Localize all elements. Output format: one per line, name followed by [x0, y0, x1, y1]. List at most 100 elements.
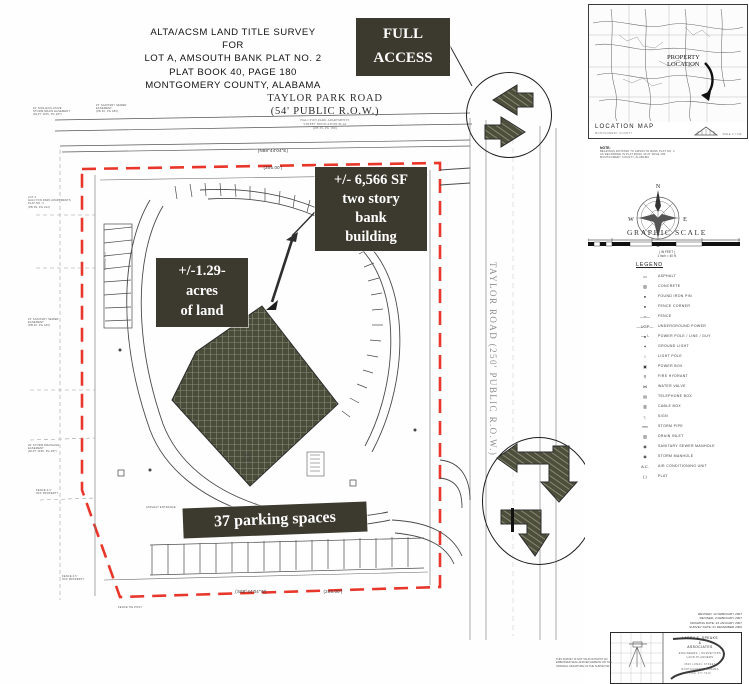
surveyor-logo-icon [693, 126, 719, 136]
legend-label: ASPHALT [658, 274, 677, 278]
legend-item: ⋈WATER VALVE [632, 381, 744, 391]
scale-units-line-2: 1 inch = 40 ft. [657, 254, 677, 259]
legend-item: ⚲FIRE HYDRANT [632, 371, 744, 381]
leader-building [291, 211, 316, 237]
graphic-scale-bar [588, 238, 740, 250]
legend-label: FIRE HYDRANT [658, 374, 689, 378]
legend-symbol-icon: ⋈ [643, 383, 647, 389]
median-bar-icon [511, 508, 514, 532]
leader-full-access [449, 45, 473, 87]
legend-symbol-icon: ● [643, 303, 647, 309]
title-line-1: ALTA/ACSM LAND TITLE SURVEY [150, 27, 316, 38]
legend-symbol-icon: ◉ [643, 443, 647, 449]
road-label-taylor-park: TAYLOR PARK ROAD (54' PUBLIC R.O.W.) HAL… [245, 92, 405, 130]
legend-rows: ▭ ASPHALT ▧CONCRETE ● FOUND IRON PIN ● FENCE C… [632, 271, 744, 481]
location-map-caption-bar: LOCATION MAP MONTGOMERY COUNTY SCALE: 1"… [588, 122, 748, 139]
south-bearing-text: (S88°44'04"W) [235, 589, 267, 594]
legend-label: STORM PIPE [658, 424, 684, 428]
legend-label: FENCE [658, 314, 672, 318]
location-map-graphic: PROPERTY LOCATION [589, 5, 747, 123]
note-heading: NOTE: [600, 146, 611, 150]
legend-symbol-icon: ▥ [643, 403, 647, 409]
full-access-arrows [484, 84, 534, 148]
site-note-left-4: 15' SANITARY SEWER EASEMENT (PB 40, PG 1… [28, 318, 59, 328]
surveyor-services-2: LAND PLANNERS [686, 656, 714, 660]
legend-item: ◉SANITARY SEWER MANHOLE [632, 441, 744, 451]
full-access-line-1: FULL [382, 26, 423, 42]
legend-item: ✶ GROUND LIGHT [632, 341, 744, 351]
site-note-bottom-2: FENCE TIE POST [118, 606, 143, 609]
title-line-4: PLAT BOOK 40, PAGE 180 [169, 66, 297, 78]
scale-units-line-1: ( IN FEET ) [658, 250, 676, 254]
title-block-graphic [611, 633, 725, 683]
scale-bar-icon [588, 238, 740, 247]
survey-disclaimer: THIS SURVEY IS NOT VALID WITHOUT AN EMBO… [556, 658, 612, 668]
legend-label: AIR CONDITIONING UNIT [658, 464, 708, 468]
legend-label: CABLE BOX [658, 404, 681, 408]
acres-line-1: +/-1.29- [178, 263, 226, 279]
legend-symbol-icon: —x— [640, 313, 650, 319]
arrow-right-in-icon [496, 443, 579, 503]
legend-label: DRAIN INLET [658, 434, 684, 438]
legend-symbol-icon: ▭ [643, 273, 647, 279]
callout-full-access: FULL ACCESS [356, 18, 450, 76]
building-line-2: two story [342, 191, 400, 207]
site-note-left-5: 20' STORM DRAINAGE EASEMENT (RLPY 1155, … [28, 444, 60, 454]
legend-item: ┐SIGN [632, 411, 744, 421]
legend-symbol-icon: ◉ [643, 453, 647, 459]
legend-symbol-icon: ▣ [643, 363, 647, 369]
building-arrowhead [266, 300, 278, 310]
legend-symbol-icon: ● [643, 293, 647, 299]
legend-item: ▨ DRAIN INLET [632, 431, 744, 441]
revision-line-2: REVISED: 2 FEBRUARY 2007 [699, 616, 742, 621]
site-note-left-6: FENCE 0.3' OFF PROPERTY [36, 489, 59, 496]
legend-symbol-icon: ✶ [643, 343, 647, 349]
legend-label: POWER POLE / LINE / GUY [658, 334, 711, 338]
surveyor-address: 3820 LOMAC STREET MONTGOMERY, ALABAMA (3… [681, 662, 719, 676]
legend-symbol-icon: ▤ [643, 393, 647, 399]
north-distance-text: (205.00') [263, 165, 283, 170]
legend-label: UNDERGROUND POWER [658, 324, 707, 328]
note-body: BEARINGS ROTATED TO AMSOUTH BANK PLAT NO… [600, 150, 675, 160]
acres-line-2: acres [186, 283, 218, 299]
legend-label: SIGN [658, 414, 668, 418]
surveyor-amp: & [698, 640, 702, 645]
legend-label: PLAT [658, 474, 668, 478]
legend-label: POWER BOX [658, 364, 683, 368]
property-boundary [80, 161, 442, 599]
taylor-park-road-row: (54' PUBLIC R.O.W.) [270, 106, 380, 117]
compass-w-label: W [628, 217, 634, 223]
parcel-drawing-svg [29, 112, 557, 640]
arrow-right-icon [484, 116, 526, 148]
legend-item: ▭ ASPHALT [632, 271, 744, 281]
site-note-bottom-1: FENCE 0.5' OFF PROPERTY [62, 575, 85, 582]
legend-item: ─●└POWER POLE / LINE / GUY [632, 331, 744, 341]
south-boundary-bearing: (S88°44'04"W) [196, 589, 306, 595]
legend-item: ● FOUND IRON PIN [632, 291, 744, 301]
page-title: ALTA/ACSM LAND TITLE SURVEY FOR LOT A, A… [108, 26, 358, 92]
surveyor-name: LARRY E. SPEAKS [682, 636, 718, 640]
compass-north-needle-icon [655, 190, 661, 212]
surveyor-logo-swoosh-icon [670, 637, 725, 680]
compass-e-label: E [683, 217, 687, 223]
property-location-arrowhead-icon [701, 91, 711, 101]
arrow-left-icon [492, 84, 534, 116]
legend-item: ( ) PLAT [632, 471, 744, 481]
legend-item: ▧CONCRETE [632, 281, 744, 291]
legend-label: FOUND IRON PIN [658, 294, 692, 298]
location-map-scale: SCALE: 1" = 1 MI. [722, 133, 742, 136]
legend-label: GROUND LIGHT [658, 344, 690, 348]
legend-label: LIGHT POLE [658, 354, 683, 358]
north-bearing-text: (N88°44'04"E) [257, 148, 289, 153]
legend-label: STORM MANHOLE [658, 454, 694, 458]
building-line-3: bank [355, 210, 387, 226]
callout-bank-building: +/- 6,566 SF two story bank building [315, 167, 427, 251]
legend-symbol-icon: ▨ [643, 433, 647, 439]
site-note-mid-1: ASPHALT ENTRANCE [146, 506, 176, 509]
legend-symbol-icon: ( ) [643, 473, 647, 479]
revision-line-3: DRAWING DATE: 23 JANUARY 2007 [690, 620, 742, 625]
property-location-label-1: PROPERTY [667, 54, 700, 61]
legend-item: ▤TELEPHONE BOX [632, 391, 744, 401]
legend-symbol-icon: ♀ [643, 353, 647, 359]
